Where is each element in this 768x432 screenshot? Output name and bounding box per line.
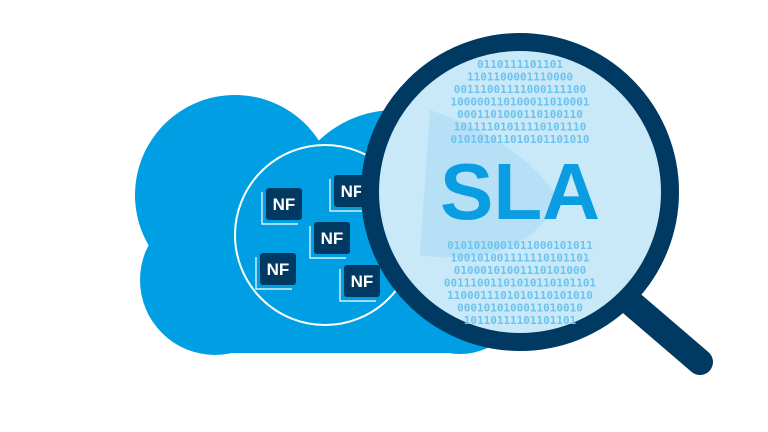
nf-node-shadow-line [255, 257, 292, 290]
binary-line: 010101011010101101010 [450, 133, 589, 146]
nf-node: NF [261, 188, 302, 225]
binary-line: 10111101011110101110 [454, 121, 586, 134]
nf-node: NF [329, 175, 370, 212]
nf-node-box [344, 265, 380, 297]
binary-line: 0001101000110100110 [457, 108, 583, 121]
nf-node-shadow-line [339, 269, 376, 302]
nf-node-box [266, 188, 302, 220]
nf-node-label: NF [351, 272, 374, 291]
binary-line: 0101010001011000101011 [447, 239, 593, 252]
binary-line: 00111001101010110101101 [444, 277, 597, 290]
nf-node: NF [339, 265, 380, 302]
magnifier-ring [361, 33, 679, 351]
nf-node: NF [255, 253, 296, 290]
nf-node-label: NF [321, 229, 344, 248]
binary-line: 00111001111000111100 [454, 83, 586, 96]
nf-node-label: NF [267, 260, 290, 279]
network-functions: NF NF NF NF NF [255, 175, 380, 302]
nf-node-box [260, 253, 296, 285]
binary-line: 10110111101101101 [464, 314, 577, 327]
binary-data-pattern: 0110111101101110110000111000000111001111… [444, 58, 597, 327]
nf-node: NF [309, 222, 350, 259]
nf-node-shadow-line [329, 179, 366, 212]
nf-node-label: NF [273, 195, 296, 214]
nf-node-shadow-line [261, 192, 298, 225]
binary-line: 0001010100011010010 [457, 302, 583, 315]
nf-node-box [334, 175, 370, 207]
nf-node-label: NF [341, 182, 364, 201]
sla-label: SLA [440, 147, 600, 236]
magnifying-glass-icon [361, 33, 713, 375]
binary-line: 1101100001110000 [467, 71, 573, 84]
nf-node-shadow-line [309, 226, 346, 259]
binary-line: 100101001111110101101 [450, 252, 589, 265]
binary-line: 100000110100011010001 [450, 96, 589, 109]
binary-line: 0110111101101 [477, 58, 563, 71]
nf-node-box [314, 222, 350, 254]
binary-line: 1100011101010110101010 [447, 289, 593, 302]
binary-line: 01000101001110101000 [454, 264, 586, 277]
